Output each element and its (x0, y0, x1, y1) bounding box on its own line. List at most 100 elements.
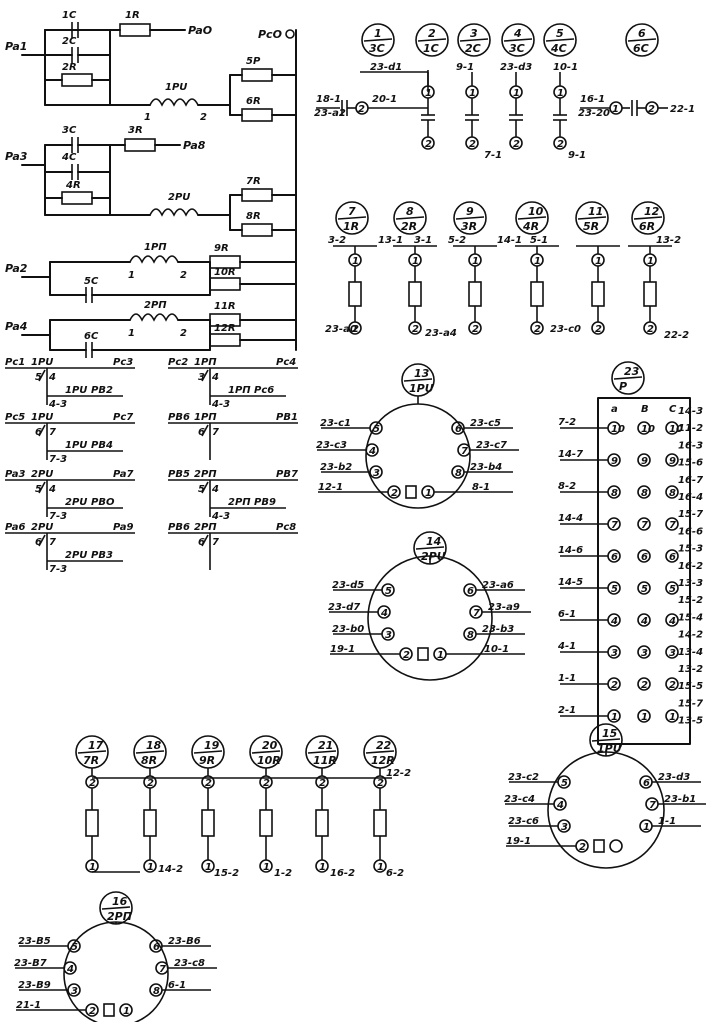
socket-right-label: 23-a6 (482, 580, 514, 591)
label-1PU: 1PU (165, 82, 187, 93)
terminal-right-label: 15-4 (678, 612, 703, 623)
svg-text:2: 2 (425, 139, 432, 150)
svg-text:14-1: 14-1 (497, 235, 522, 246)
socket-left-label: 21-1 (16, 1000, 41, 1011)
socket-right-label: 23-b4 (470, 462, 502, 473)
svg-text:7R: 7R (246, 176, 261, 187)
svg-text:5-1: 5-1 (530, 235, 548, 246)
socket-15: 151PU523-c2423-c4323-c6623-d3723-b111-12… (504, 723, 706, 869)
rt-mark-12-name: 6R (639, 220, 655, 233)
terminal-pin (637, 645, 651, 659)
contact-left: PB6 (168, 412, 190, 423)
svg-text:4: 4 (668, 616, 676, 627)
svg-text:6: 6 (455, 424, 462, 435)
svg-text:2: 2 (648, 104, 655, 115)
terminal-right-label: 16-7 (678, 475, 703, 486)
pin (509, 136, 523, 150)
pin (553, 136, 567, 150)
socket-body (547, 751, 665, 869)
svg-text:1: 1 (643, 822, 650, 833)
svg-text:6: 6 (198, 427, 205, 438)
resistor-unit-7: 12 (333, 245, 377, 335)
terminal-mark: 23P (611, 361, 645, 395)
terminal-right-label: 14-3 (678, 406, 703, 417)
contact-device: 1PU (31, 357, 53, 368)
svg-text:4: 4 (66, 964, 74, 975)
svg-text:2: 2 (557, 139, 564, 150)
terminal-left-label: 14-4 (558, 513, 583, 524)
terminal-right-label: 16-6 (678, 526, 703, 537)
rb-bottom-label: 15-2 (214, 868, 239, 879)
contact-right: PB7 (276, 469, 298, 480)
svg-text:5: 5 (35, 372, 42, 383)
contact-device: 2PП (194, 469, 217, 480)
resistor-unit-20: 21 (259, 768, 273, 873)
svg-text:3: 3 (385, 630, 392, 641)
group-1-output: PaO (188, 24, 212, 37)
svg-text:8: 8 (611, 488, 618, 499)
svg-text:1: 1 (437, 650, 444, 661)
terminal-right-label: 16-2 (678, 561, 703, 572)
rb-mark-21-name: 11R (313, 754, 337, 767)
contact-left: PB6 (168, 522, 190, 533)
svg-text:Pa2: Pa2 (5, 262, 28, 275)
rb-bottom-label: 6-2 (386, 868, 404, 879)
svg-text:3: 3 (198, 372, 205, 383)
rb-mark-18-num: 18 (146, 739, 162, 752)
socket-right-label: 23-c8 (174, 958, 205, 969)
terminal-col-C: C (669, 404, 677, 415)
svg-text:1: 1 (557, 88, 564, 99)
group-2-input: Pa3 (5, 150, 28, 163)
resistor-unit-9: 12 (453, 245, 497, 335)
svg-text:3: 3 (669, 648, 676, 659)
svg-text:1: 1 (377, 862, 384, 873)
contact-bottom: 7-3 (49, 454, 67, 465)
svg-text:5: 5 (641, 584, 648, 595)
contact-right: Pc4 (276, 357, 296, 368)
contact-sub: 1PU (65, 440, 87, 451)
svg-text:10: 10 (669, 424, 683, 435)
socket-right-label: 23-b1 (664, 794, 696, 805)
svg-text:8: 8 (467, 630, 474, 641)
svg-text:2: 2 (412, 324, 419, 335)
svg-text:1: 1 (469, 88, 476, 99)
terminal-pin (665, 453, 679, 467)
schematic-group-4: Pa4 2PП 1 2 6C 11R 12R (5, 300, 297, 358)
terminal-col-a: a (611, 404, 618, 415)
svg-text:4R: 4R (65, 180, 81, 191)
rb-bottom-label: 16-2 (330, 868, 355, 879)
left-schematic: PcO Pa1 1R PaO 1C 2C 2R (5, 10, 298, 575)
contact-sub: 2PU (65, 497, 87, 508)
cap-mark-3-num: 3 (470, 27, 478, 40)
svg-text:2: 2 (89, 778, 96, 789)
terminal-right-label: 13-2 (678, 664, 703, 675)
svg-text:1: 1 (352, 256, 359, 267)
cap-mark-6-num: 6 (638, 27, 646, 40)
svg-text:4: 4 (640, 616, 648, 627)
svg-text:6: 6 (669, 552, 676, 563)
terminal-right-label: 15-5 (678, 681, 703, 692)
socket-left-label: 12-1 (318, 482, 343, 493)
rb-mark-20-num: 20 (262, 739, 278, 752)
socket-right-label: 23-B6 (168, 936, 201, 947)
terminal-right-label: 16-3 (678, 440, 703, 451)
cap-mark-2-num: 2 (428, 27, 436, 40)
socket-right-label: 23-c7 (476, 440, 507, 451)
socket-right-label: 10-1 (484, 644, 509, 655)
resistor-unit-19: 21 (201, 768, 215, 873)
rb-mark-17-num: 17 (88, 739, 104, 752)
svg-text:1: 1 (319, 862, 326, 873)
terminal-left-label: 7-2 (558, 417, 576, 428)
bus-terminal (285, 29, 295, 39)
svg-text:2: 2 (669, 680, 676, 691)
rb-mark-22-num: 22 (376, 739, 392, 752)
socket15-mark-num: 15 (602, 727, 618, 740)
rb-mark-20-name: 10R (257, 754, 281, 767)
terminal-pin (665, 677, 679, 691)
svg-text:7: 7 (212, 427, 219, 438)
terminal-right-label: 13-4 (678, 647, 703, 658)
svg-text:6: 6 (35, 427, 42, 438)
